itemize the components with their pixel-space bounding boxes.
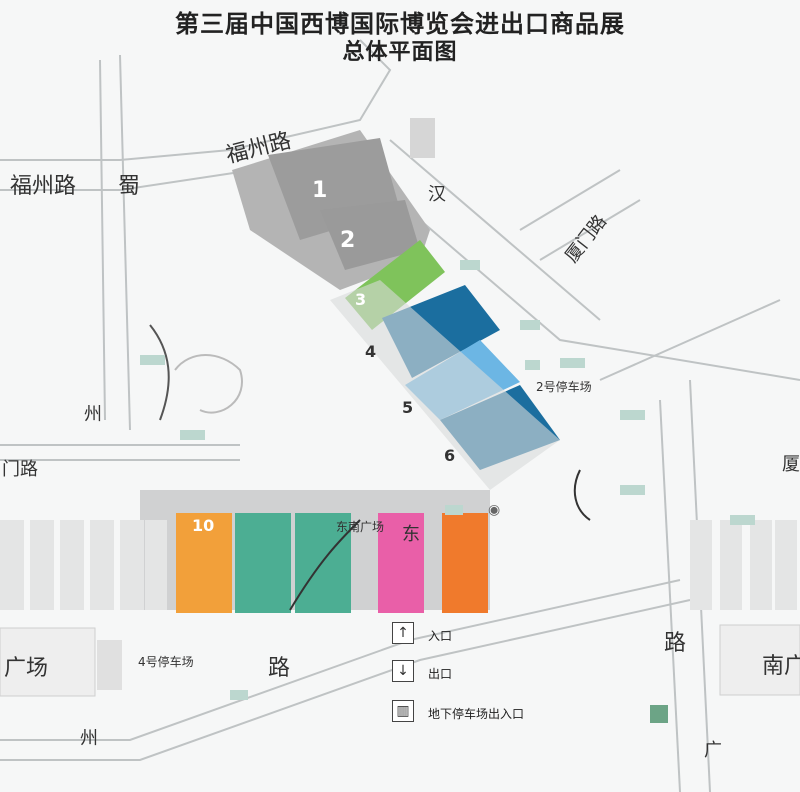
- plaza-curve: [289, 519, 361, 611]
- plaza-left-block: [0, 627, 96, 697]
- exit-icon: ↓: [392, 660, 414, 682]
- underground-parking-icon: ▥: [392, 700, 414, 722]
- plaza-right-block: [719, 624, 800, 696]
- hall-4-number: 4: [365, 342, 377, 361]
- plaza-left-pillar: [97, 640, 122, 690]
- hall-apron: [330, 280, 560, 490]
- parking-2-label: 2号停车场: [536, 380, 592, 394]
- road-label-zhou-bottom: 州: [80, 728, 98, 749]
- map-subtitle: 总体平面图: [342, 40, 458, 65]
- dong-label: 东: [402, 524, 420, 545]
- road-label-shu: 蜀: [118, 174, 141, 199]
- right-buildings: [690, 520, 797, 610]
- road-label-han: 汉: [428, 184, 446, 205]
- parking-4-label: 4号停车场: [138, 655, 194, 669]
- legend-exit: 出口: [428, 667, 453, 681]
- left-loop: [174, 354, 243, 414]
- signs: [140, 118, 755, 723]
- hall-10: [176, 513, 232, 613]
- southeast-plaza-label: 东南广场: [336, 520, 385, 534]
- hall-10-number: 10: [192, 516, 215, 535]
- hall-teal-a: [235, 513, 291, 613]
- hall-6-number: 6: [444, 446, 456, 465]
- plaza-label-left: 广场: [4, 656, 49, 681]
- hall-teal-b: [295, 513, 351, 613]
- road-label-zhou: 州: [84, 404, 102, 425]
- hall-pink: [378, 513, 424, 613]
- road-label-fuzhou-left: 福州路: [10, 174, 77, 199]
- left-buildings: [0, 520, 167, 610]
- road-label-sha: 厦: [782, 454, 800, 475]
- hall-5-number: 5: [402, 398, 414, 417]
- right-curve: [573, 469, 591, 521]
- hall-2-shape: [320, 200, 420, 270]
- legend-underground: 地下停车场出入口: [428, 707, 525, 721]
- road-label-lu-right: 路: [664, 631, 687, 656]
- hall-2-number: 2: [340, 228, 356, 253]
- location-pin-icon: ◉: [488, 502, 501, 518]
- road-label-guang: 广: [704, 740, 722, 761]
- left-curve: [149, 324, 170, 421]
- legend-entrance: 入口: [428, 629, 453, 643]
- hall-3-number: 3: [355, 290, 367, 309]
- entrance-icon: ↑: [392, 622, 414, 644]
- map-title: 第三届中国西博国际博览会进出口商品展: [175, 10, 625, 38]
- hall-1-number: 1: [312, 178, 328, 203]
- plaza-label-right: 南广: [762, 654, 800, 679]
- road-label-lu-bottom: 路: [268, 656, 291, 681]
- hall-orange: [442, 513, 488, 613]
- road-label-menlu: 门路: [2, 459, 38, 480]
